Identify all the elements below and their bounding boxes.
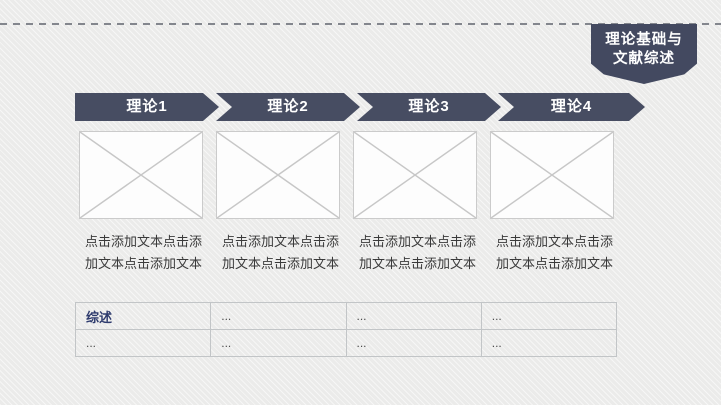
placeholder-cross-icon <box>217 132 339 218</box>
table-row: 综述 ... ... ... <box>74 302 618 330</box>
badge-title-line1: 理论基础与 <box>605 32 683 48</box>
placeholder-cross-icon <box>354 132 476 218</box>
arrow-segment-3: 理论3 <box>357 93 501 121</box>
table-row: ... ... ... ... <box>74 329 618 357</box>
table-cell: ... <box>345 329 482 357</box>
text-placeholder-3[interactable]: 点击添加文本点击添加文本点击添加文本 <box>359 234 477 271</box>
image-placeholder-4[interactable] <box>490 131 614 219</box>
text-placeholder-2[interactable]: 点击添加文本点击添加文本点击添加文本 <box>222 234 340 271</box>
image-placeholder-2[interactable] <box>216 131 340 219</box>
arrow-label-4: 理论4 <box>550 98 593 115</box>
arrow-segment-1: 理论1 <box>75 93 219 121</box>
arrow-segment-2: 理论2 <box>216 93 360 121</box>
image-placeholder-3[interactable] <box>353 131 477 219</box>
image-placeholder-1[interactable] <box>79 131 203 219</box>
table-cell: ... <box>480 329 618 357</box>
table-cell: ... <box>210 329 347 357</box>
text-placeholder-1[interactable]: 点击添加文本点击添加文本点击添加文本 <box>85 234 203 271</box>
dashed-divider <box>0 23 721 25</box>
section-badge: 理论基础与 文献综述 <box>591 24 697 84</box>
placeholder-cross-icon <box>491 132 613 218</box>
table-cell: ... <box>74 329 212 357</box>
summary-table: 综述 ... ... ... ... ... ... ... <box>74 302 618 357</box>
arrow-label-3: 理论3 <box>408 98 450 115</box>
table-cell: ... <box>480 302 618 330</box>
arrow-label-1: 理论1 <box>126 98 168 115</box>
table-cell-summary: 综述 <box>74 302 212 330</box>
badge-title-line2: 文献综述 <box>613 51 675 67</box>
arrow-segment-4: 理论4 <box>498 93 645 121</box>
placeholder-cross-icon <box>80 132 202 218</box>
table-cell: ... <box>210 302 347 330</box>
table-cell: ... <box>345 302 482 330</box>
text-placeholder-4[interactable]: 点击添加文本点击添加文本点击添加文本 <box>496 234 614 271</box>
arrow-label-2: 理论2 <box>267 98 309 115</box>
